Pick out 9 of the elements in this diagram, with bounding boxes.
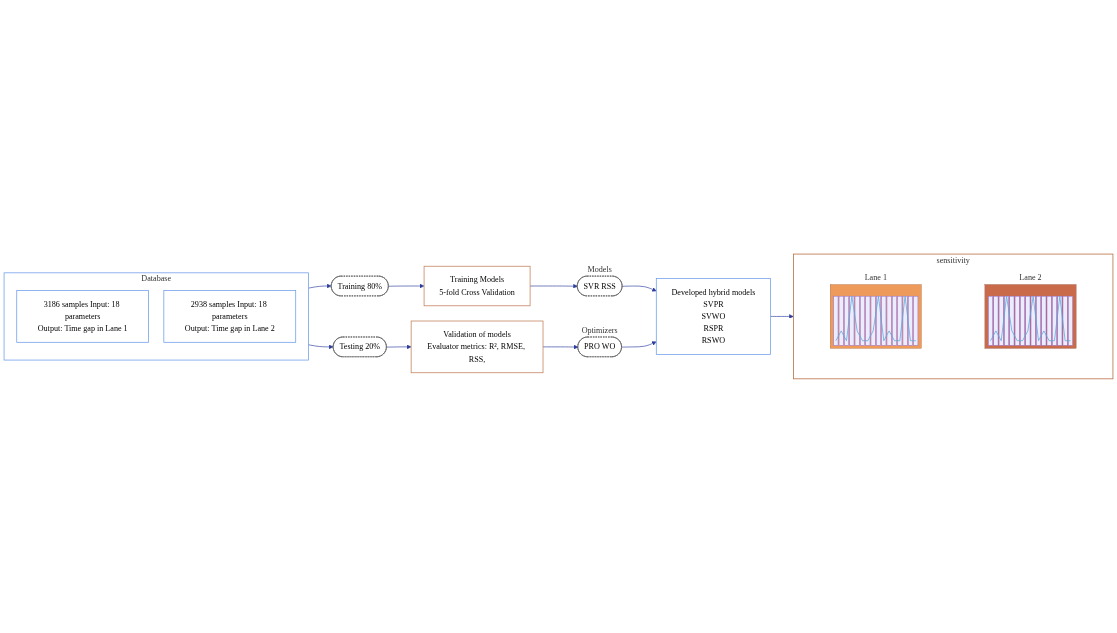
node-box: Developed hybrid models SVPR SVWO RSPR RSWO	[655, 278, 771, 355]
node-box: Validation of models Evaluator metrics: R², RMSE, RSS,	[410, 320, 544, 374]
node-label: Lane 1	[864, 273, 887, 282]
node-box: Training Models 5-fold Cross Validation	[423, 265, 531, 307]
node-box: 2938 samples Input: 18 parameters Output: Time gap in Lane 2	[163, 290, 297, 343]
node-label: Lane 2	[1019, 273, 1042, 282]
node-box: 3186 samples Input: 18 parameters Output: Time gap in Lane 1	[16, 290, 149, 343]
node-label: Models	[587, 265, 612, 274]
node-label: Optimizers	[581, 325, 618, 335]
